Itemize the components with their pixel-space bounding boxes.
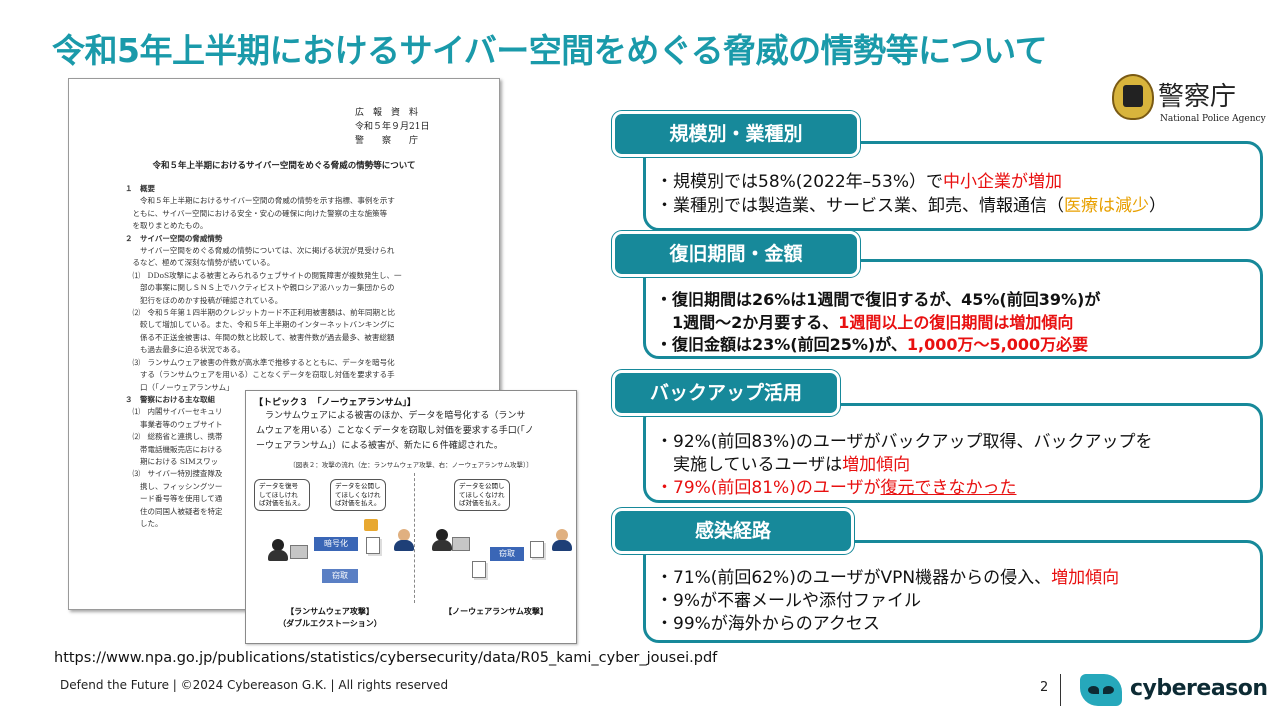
doc-line: ⑴ DDoS攻撃による被害とみられるウェブサイトの閲覧障害が複数発生し、一 xyxy=(125,270,402,280)
bullet-line: ・79%(前回81%)のユーザが復元できなかった xyxy=(656,478,1017,498)
document-icon xyxy=(366,537,380,554)
steal-arrow: 窃取 xyxy=(490,547,524,561)
doc-line: 部の事案に関しＳＮＳ上でハクティビストや親ロシア派ハッカー集団からの xyxy=(125,283,395,293)
divider xyxy=(414,473,415,603)
doc-header-line: 警 察 庁 xyxy=(355,136,419,146)
footer-copyright: Defend the Future | ©2024 Cybereason G.K… xyxy=(60,678,449,692)
source-url: https://www.npa.go.jp/publications/stati… xyxy=(54,650,718,666)
doc-header-line: 広 報 資 料 xyxy=(355,108,419,118)
computer-icon xyxy=(290,545,308,559)
section-panel-infection: ・71%(前回62%)のユーザがVPN機器からの侵入、増加傾向 ・9%が不審メー… xyxy=(643,540,1263,643)
doc-line: 較して増加している。また、令和５年上半期のインターネットバンキングに xyxy=(125,320,395,330)
section-tab-infection: 感染経路 xyxy=(612,508,854,554)
section-panel-backup: ・92%(前回83%)のユーザがバックアップ取得、バックアップを 実施しているユ… xyxy=(643,403,1263,503)
doc-line: ⑶ ランサムウェア被害の件数が高水準で推移するとともに、データを暗号化 xyxy=(125,357,395,367)
document-icon xyxy=(530,541,544,558)
doc-line: ード番号等を使用して通 xyxy=(125,494,223,504)
document-icon xyxy=(472,561,486,578)
section-tab-scale: 規模別・業種別 xyxy=(612,111,860,157)
ransom-demand-bubble: データを復号 してほしけれ ば対価を払え。 xyxy=(254,479,310,511)
section-panel-scale: ・規模別では58%(2022年–53%）で中小企業が増加 ・業種別では製造業、サ… xyxy=(643,141,1263,231)
bullet-line: 1週間～2か月要する、1週間以上の復旧期間は増加傾向 xyxy=(656,313,1074,332)
bullet-line: ・復旧金額は23%(前回25%)が、1,000万～5,000万必要 xyxy=(656,335,1089,354)
doc-body: １ 概要 令和５年上半期におけるサイバー空間の脅威の情勢を示す指標、事例を示す … xyxy=(125,183,401,530)
bullet-line: 実施しているユーザは増加傾向 xyxy=(656,455,911,475)
bullet-line: ・業種別では製造業、サービス業、卸売、情報通信（医療は減少） xyxy=(656,196,1166,216)
topic-body: ランサムウェアによる被害のほか、データを暗号化する（ランサ ムウェアを用いる）こ… xyxy=(256,411,534,451)
doc-line: ３ 警察における主な取組 xyxy=(125,394,215,404)
doc-line: 口（「ノーウェアランサム」 xyxy=(125,382,234,392)
ransomware-label: 【ランサムウェア攻撃】 （ダブルエクストーション） xyxy=(278,606,382,628)
cybereason-owl-icon xyxy=(1080,674,1122,706)
topic-title: 【トピック３ 「ノーウェアランサム」】 xyxy=(254,398,416,408)
doc-line: 帯電話機販売店における xyxy=(125,444,223,454)
bullet-line: ・99%が海外からのアクセス xyxy=(656,614,880,634)
noware-ransom-label: 【ノーウェアランサム攻撃】 xyxy=(444,606,548,616)
figure-caption: 〔図表２：攻撃の流れ（左：ランサムウェア攻撃、右：ノーウェアランサム攻撃）〕 xyxy=(289,461,533,469)
footer-divider xyxy=(1060,674,1061,706)
doc-line: 住の同国人被疑者を特定 xyxy=(125,506,223,516)
attacker-icon xyxy=(432,529,452,551)
bullet-line: ・規模別では58%(2022年–53%）で中小企業が増加 xyxy=(656,172,1062,192)
brand-name: cybereason xyxy=(1130,676,1268,701)
npa-english-name: National Police Agency xyxy=(1160,114,1266,124)
police-emblem-icon xyxy=(1112,74,1154,120)
page-number: 2 xyxy=(1040,680,1049,695)
lock-icon xyxy=(364,519,378,531)
doc-header-line: 令和５年９月21日 xyxy=(355,122,430,132)
bullet-line: ・71%(前回62%)のユーザがVPN機器からの侵入、増加傾向 xyxy=(656,568,1120,588)
bullet-line: ・9%が不審メールや添付ファイル xyxy=(656,591,921,611)
computer-icon xyxy=(452,537,470,551)
topic-noware-ransom: 【トピック３ 「ノーウェアランサム」】 ランサムウェアによる被害のほか、データを… xyxy=(245,390,577,644)
leak-threat-bubble: データを公開し てほしくなけれ ば対価を払え。 xyxy=(454,479,510,511)
npa-logo: 警察庁 National Police Agency xyxy=(1112,74,1272,130)
npa-name: 警察庁 xyxy=(1158,82,1237,112)
doc-line: を取りまとめたもの。 xyxy=(125,221,208,231)
slide-title: 令和5年上半期におけるサイバー空間をめぐる脅威の情勢等について xyxy=(52,31,1048,70)
doc-line: １ 概要 xyxy=(125,184,155,193)
doc-line: ⑵ 令和５年第１四半期のクレジットカード不正利用被害額は、前年同期と比 xyxy=(125,308,395,318)
doc-line: 犯行をほのめかす投稿が確認されている。 xyxy=(125,295,283,305)
victim-icon xyxy=(394,529,414,551)
doc-line: サイバー空間をめぐる脅威の情勢については、次に掲げる状況が見受けられ xyxy=(125,246,395,256)
doc-line: ⑴ 内閣サイバーセキュリ xyxy=(125,407,223,417)
victim-icon xyxy=(552,529,572,551)
doc-line: も過去最多に迫る状況である。 xyxy=(125,345,245,355)
steal-arrow: 窃取 xyxy=(322,569,358,583)
doc-line: るなど、極めて深刻な情勢が続いている。 xyxy=(125,258,275,268)
doc-line: ⑶ サイバー特別捜査隊及 xyxy=(125,469,223,479)
doc-line: 令和５年上半期におけるサイバー空間の脅威の情勢を示す指標、事例を示す xyxy=(125,196,395,206)
bullet-line: ・92%(前回83%)のユーザがバックアップ取得、バックアップを xyxy=(656,432,1153,452)
doc-line: した。 xyxy=(125,518,163,528)
encrypt-arrow: 暗号化 xyxy=(314,537,358,551)
doc-line: する（ランサムウェアを用いる）ことなくデータを窃取し対価を要求する手 xyxy=(125,370,395,380)
doc-line: 携し、フィッシングツー xyxy=(125,481,223,491)
section-tab-backup: バックアップ活用 xyxy=(612,370,840,416)
doc-line: 期における SIMスワッ xyxy=(125,456,219,466)
bullet-line: ・復旧期間は26%は1週間で復旧するが、45%(前回39%)が xyxy=(656,290,1101,309)
doc-line: 事業者等のウェブサイト xyxy=(125,419,223,429)
leak-threat-bubble: データを公開し てほしくなけれ ば対価を払え。 xyxy=(330,479,386,511)
attacker-icon xyxy=(268,539,288,561)
section-tab-recovery: 復旧期間・金額 xyxy=(612,231,860,277)
doc-line: 係る不正送金被害は、年間の数と比較して、被害件数が過去最多、被害総額 xyxy=(125,332,395,342)
doc-line: ２ サイバー空間の脅威情勢 xyxy=(125,233,223,243)
doc-line: ⑵ 総務省と連携し、携帯 xyxy=(125,432,223,442)
doc-heading: 令和５年上半期におけるサイバー空間をめぐる脅威の情勢等について xyxy=(152,161,416,171)
doc-line: ともに、サイバー空間における安全・安心の確保に向けた警察の主な施策等 xyxy=(125,208,388,218)
